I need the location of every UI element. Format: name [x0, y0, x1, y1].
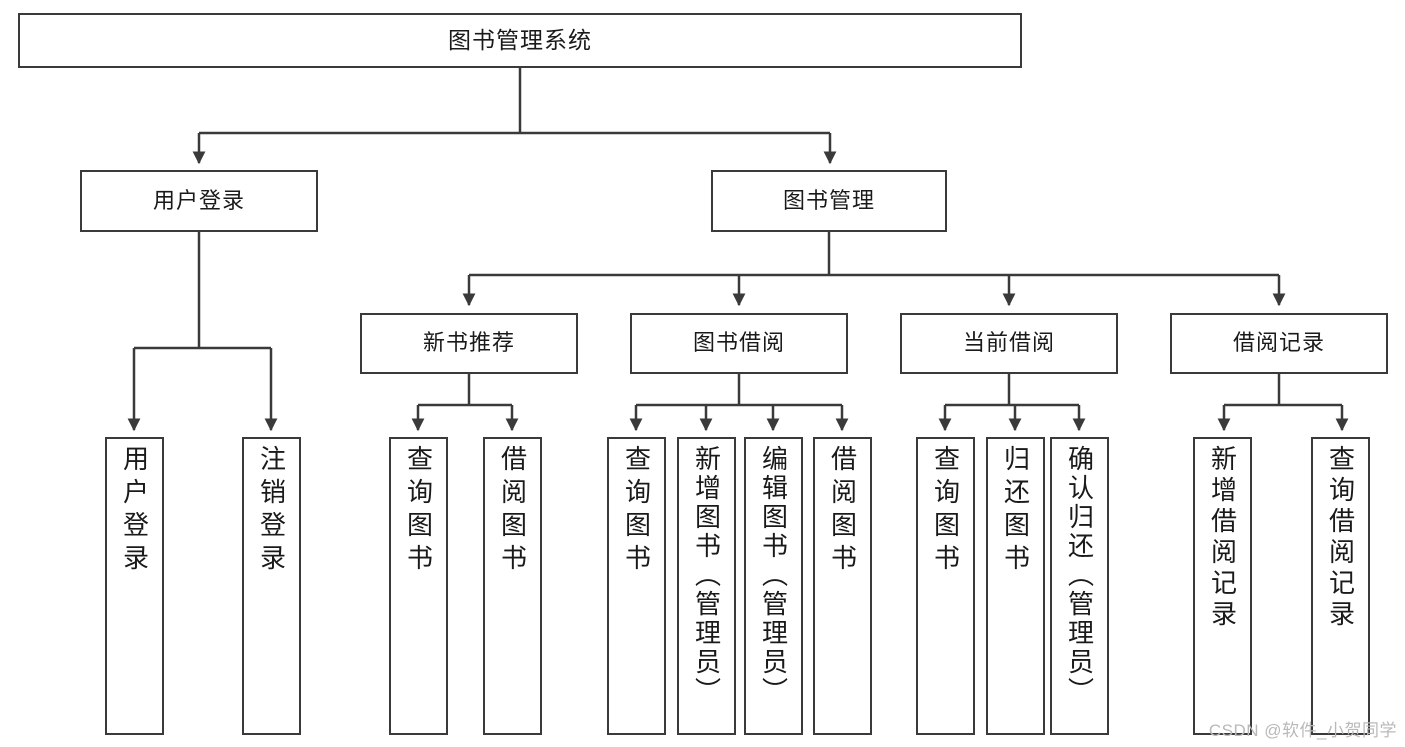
node-leaf-query-borrow-record[interactable]: 查询借阅记录	[1311, 437, 1370, 735]
node-label: 新增图书（管理员）	[691, 445, 722, 706]
node-label: 归还图书	[1000, 445, 1031, 577]
node-new-book-recommend[interactable]: 新书推荐	[360, 313, 578, 374]
node-label: 用户登录	[152, 187, 245, 213]
node-label: 查询图书	[930, 445, 961, 577]
node-label: 当前借阅	[962, 330, 1055, 356]
node-book-borrow[interactable]: 图书借阅	[630, 313, 848, 374]
node-label: 查询借阅记录	[1325, 445, 1356, 631]
node-leaf-logout[interactable]: 注销登录	[242, 437, 301, 735]
node-leaf-query-book-borrow[interactable]: 查询图书	[607, 437, 666, 735]
node-leaf-query-book-rec[interactable]: 查询图书	[389, 437, 448, 735]
node-leaf-confirm-return-admin[interactable]: 确认归还（管理员）	[1050, 437, 1109, 735]
node-label: 借阅图书	[827, 445, 858, 577]
node-leaf-borrow-book-rec[interactable]: 借阅图书	[483, 437, 542, 735]
watermark: CSDN @软件_小贺同学	[1208, 721, 1397, 740]
node-label: 图书管理系统	[448, 26, 592, 53]
node-root-system[interactable]: 图书管理系统	[18, 13, 1022, 68]
node-book-manage[interactable]: 图书管理	[711, 170, 947, 232]
node-label: 新增借阅记录	[1207, 445, 1238, 631]
node-label: 新书推荐	[422, 330, 515, 356]
node-leaf-add-book-admin[interactable]: 新增图书（管理员）	[677, 437, 736, 735]
node-leaf-user-login[interactable]: 用户登录	[105, 437, 164, 735]
node-label: 借阅记录	[1232, 330, 1325, 356]
node-leaf-edit-book-admin[interactable]: 编辑图书（管理员）	[744, 437, 803, 735]
node-label: 借阅图书	[497, 445, 528, 577]
node-current-borrow[interactable]: 当前借阅	[900, 313, 1118, 374]
node-leaf-return-book[interactable]: 归还图书	[986, 437, 1045, 735]
node-label: 图书借阅	[692, 330, 785, 356]
node-label: 编辑图书（管理员）	[758, 445, 789, 706]
node-leaf-query-book-current[interactable]: 查询图书	[916, 437, 975, 735]
node-leaf-add-borrow-record[interactable]: 新增借阅记录	[1193, 437, 1252, 735]
node-label: 用户登录	[119, 445, 150, 577]
node-leaf-borrow-book[interactable]: 借阅图书	[813, 437, 872, 735]
node-user-login[interactable]: 用户登录	[80, 170, 318, 232]
node-label: 注销登录	[256, 445, 287, 577]
node-borrow-record[interactable]: 借阅记录	[1170, 313, 1388, 374]
node-label: 查询图书	[621, 445, 652, 577]
node-label: 图书管理	[782, 187, 875, 213]
node-label: 确认归还（管理员）	[1064, 445, 1095, 706]
node-label: 查询图书	[403, 445, 434, 577]
